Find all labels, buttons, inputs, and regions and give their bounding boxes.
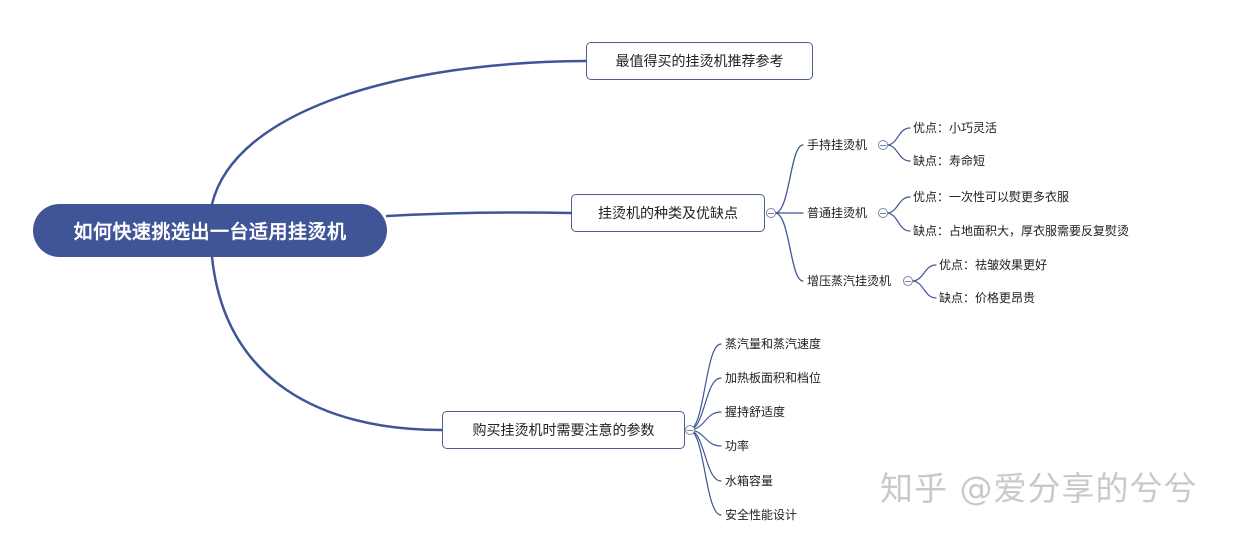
subtopic-normal[interactable]: 普通挂烫机 bbox=[807, 206, 868, 220]
connector-types-pressurized bbox=[774, 212, 804, 282]
leaf-param-5[interactable]: 水箱容量 bbox=[725, 474, 774, 488]
root-topic[interactable]: 如何快速挑选出一台适用挂烫机 bbox=[33, 204, 387, 257]
connector-pressurized-con bbox=[911, 280, 937, 299]
collapse-toggle-pressurized[interactable] bbox=[903, 276, 913, 286]
connector-handheld-pro bbox=[886, 127, 911, 146]
connector-pressurized-pro bbox=[911, 264, 937, 282]
leaf-param-1[interactable]: 蒸汽量和蒸汽速度 bbox=[725, 337, 822, 351]
subtopic-handheld[interactable]: 手持挂烫机 bbox=[807, 138, 868, 152]
collapse-toggle-types[interactable] bbox=[766, 208, 776, 218]
leaf-param-3[interactable]: 握持舒适度 bbox=[725, 405, 786, 419]
leaf-normal-pro[interactable]: 优点：一次性可以熨更多衣服 bbox=[913, 190, 1070, 204]
leaf-param-6[interactable]: 安全性能设计 bbox=[725, 508, 798, 522]
topic-params[interactable]: 购买挂烫机时需要注意的参数 bbox=[442, 411, 685, 449]
leaf-handheld-pro[interactable]: 优点：小巧灵活 bbox=[913, 121, 998, 135]
connector-normal-pro bbox=[886, 196, 911, 214]
leaf-pressurized-pro[interactable]: 优点：祛皱效果更好 bbox=[939, 258, 1048, 272]
connector-params-6 bbox=[688, 429, 722, 516]
connector-params-1 bbox=[688, 343, 722, 431]
topic-recommend[interactable]: 最值得买的挂烫机推荐参考 bbox=[586, 42, 813, 80]
connector-types-handheld bbox=[774, 144, 804, 214]
connector-root-params bbox=[210, 255, 444, 432]
collapse-toggle-handheld[interactable] bbox=[878, 140, 888, 150]
topic-types[interactable]: 挂烫机的种类及优缺点 bbox=[571, 194, 765, 232]
leaf-param-2[interactable]: 加热板面积和档位 bbox=[725, 371, 822, 385]
leaf-normal-con[interactable]: 缺点：占地面积大，厚衣服需要反复熨烫 bbox=[913, 224, 1130, 238]
leaf-param-4[interactable]: 功率 bbox=[725, 439, 750, 453]
subtopic-pressurized[interactable]: 增压蒸汽挂烫机 bbox=[807, 274, 892, 288]
leaf-pressurized-con[interactable]: 缺点：价格更昂贵 bbox=[939, 291, 1036, 305]
connector-handheld-con bbox=[886, 144, 911, 162]
collapse-toggle-normal[interactable] bbox=[878, 208, 888, 218]
connector-root-recommend bbox=[210, 59, 588, 206]
collapse-toggle-params[interactable] bbox=[685, 425, 695, 435]
leaf-handheld-con[interactable]: 缺点：寿命短 bbox=[913, 154, 986, 168]
connector-root-types bbox=[385, 211, 573, 218]
connector-normal-con bbox=[886, 212, 911, 232]
watermark: 知乎 @爱分享的兮兮 bbox=[880, 469, 1198, 508]
